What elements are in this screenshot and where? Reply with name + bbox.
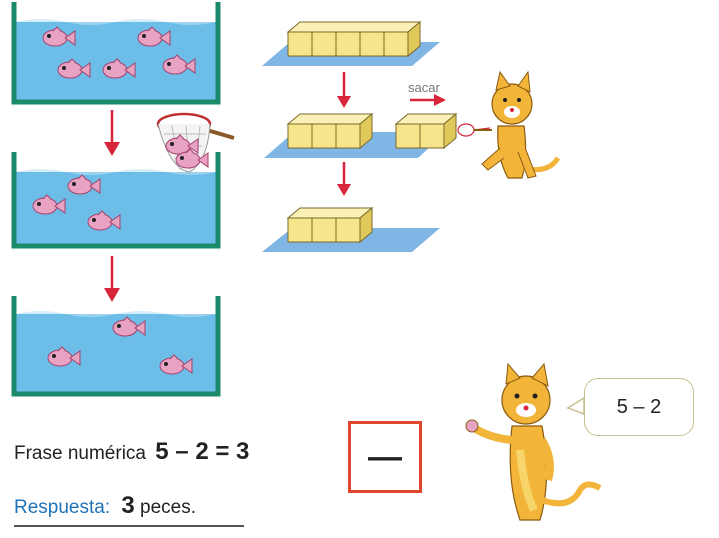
- arrow-down-icon: [337, 162, 351, 196]
- answer-label: Respuesta:: [14, 497, 111, 518]
- number-sentence: Frase numérica 5 – 2 = 3: [14, 438, 249, 466]
- answer-value: 3: [121, 492, 135, 519]
- cat-icon: [465, 362, 602, 521]
- tank-3: [11, 296, 221, 397]
- tank-1: [11, 2, 221, 105]
- arrow-down-icon: [104, 256, 120, 302]
- arrow-down-icon: [104, 110, 120, 156]
- blocks-row-1: [262, 20, 440, 66]
- speech-bubble: 5 – 2: [584, 378, 694, 436]
- blocks-row-3: [262, 206, 440, 252]
- blocks-row-2: [264, 112, 491, 158]
- arrow-right-icon: [410, 94, 446, 106]
- answer-underline: [14, 525, 244, 527]
- answer-unit: peces.: [140, 497, 197, 518]
- answer: Respuesta: 3 peces.: [14, 492, 196, 520]
- number-sentence-equation: 5 – 2 = 3: [155, 438, 250, 465]
- fishing-net-icon: [156, 112, 235, 173]
- cat-icon: [474, 70, 561, 179]
- number-sentence-label: Frase numérica: [14, 443, 146, 464]
- operation-box: —: [348, 421, 422, 493]
- tank-2: [11, 152, 221, 249]
- arrow-down-icon: [337, 72, 351, 108]
- sacar-label: sacar: [408, 80, 440, 95]
